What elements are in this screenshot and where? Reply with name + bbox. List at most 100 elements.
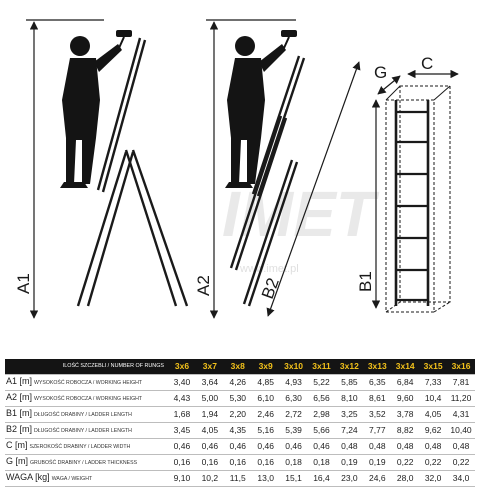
table-cell: 28,0 (391, 470, 420, 487)
table-cell: 9,62 (419, 422, 448, 439)
table-cell: 5,66 (307, 422, 336, 439)
table-cell: 4,85 (251, 374, 280, 391)
table-cell: 0,16 (168, 454, 196, 471)
row-code: A1 [m] (6, 375, 33, 386)
label-a2: A2 (194, 275, 213, 296)
table-cell: 6,10 (251, 390, 280, 407)
table-cell: 8,82 (391, 422, 420, 439)
row-description: GRUBOŚĆ DRABINY / LADDER THICKNESS (30, 459, 138, 466)
table-cell: 7,24 (335, 422, 364, 439)
table-cell: 4,05 (419, 406, 448, 423)
table-cell: 6,30 (279, 390, 308, 407)
ladder-frame (385, 85, 451, 313)
column-header: 3x14 (391, 359, 420, 375)
table-cell: 3,45 (168, 422, 196, 439)
table-cell: 16,4 (307, 470, 336, 487)
table-cell: 0,19 (335, 454, 364, 471)
column-header: 3x11 (307, 359, 336, 375)
column-header: 3x8 (223, 359, 252, 375)
table-cell: 7,33 (419, 374, 448, 391)
column-header: 3x15 (419, 359, 448, 375)
table-cell: 4,93 (279, 374, 308, 391)
table-cell: 5,00 (195, 390, 224, 407)
label-b1: B1 (356, 271, 375, 292)
table-cell: 15,1 (279, 470, 308, 487)
paint-roller-icon (281, 30, 297, 49)
table-cell: 34,0 (447, 470, 475, 487)
row-label: A2 [m]WYSOKOŚĆ ROBOCZA / WORKING HEIGHT (5, 390, 168, 407)
table-cell: 4,31 (447, 406, 475, 423)
label-b2: B2 (258, 275, 283, 301)
table-cell: 3,52 (363, 406, 392, 423)
table-cell: 7,77 (363, 422, 392, 439)
table-row: G [m]GRUBOŚĆ DRABINY / LADDER THICKNESS 0… (5, 454, 475, 471)
table-cell: 2,98 (307, 406, 336, 423)
table-cell: 0,48 (335, 438, 364, 455)
table-cell: 5,16 (251, 422, 280, 439)
table-cell: 11,5 (223, 470, 252, 487)
row-label: A1 [m]WYSOKOŚĆ ROBOCZA / WORKING HEIGHT (5, 374, 168, 391)
table-cell: 4,43 (168, 390, 196, 407)
row-description: WAGA / WEIGHT (51, 475, 93, 482)
table-cell: 0,18 (307, 454, 336, 471)
table-cell: 5,39 (279, 422, 308, 439)
table-cell: 0,48 (363, 438, 392, 455)
table-cell: 8,61 (363, 390, 392, 407)
row-label: B2 [m]DŁUGOŚĆ DRABINY / LADDER LENGTH (5, 422, 168, 439)
table-cell: 0,48 (419, 438, 448, 455)
watermark-url: www.imet.pl (239, 263, 299, 275)
row-code: G [m] (6, 455, 28, 466)
row-description: DŁUGOŚĆ DRABINY / LADDER LENGTH (34, 427, 132, 434)
table-cell: 6,84 (391, 374, 420, 391)
table-cell: 8,10 (335, 390, 364, 407)
column-header: 3x12 (335, 359, 364, 375)
table-cell: 5,30 (223, 390, 252, 407)
table-cell: 5,85 (335, 374, 364, 391)
row-label: C [m]SZEROKOŚĆ DRABINY / LADDER WIDTH (5, 438, 168, 455)
row-code: B1 [m] (6, 407, 33, 418)
table-cell: 1,94 (195, 406, 224, 423)
label-a1: A1 (14, 273, 33, 294)
column-header: 3x6 (168, 359, 196, 375)
table-cell: 2,46 (251, 406, 280, 423)
table-cell: 24,6 (363, 470, 392, 487)
figure-a-frame: A1 (14, 19, 189, 319)
worker-silhouette-icon (60, 36, 122, 188)
label-c: C (421, 54, 433, 73)
table-cell: 1,68 (168, 406, 196, 423)
table-cell: 23,0 (335, 470, 364, 487)
column-header: 3x16 (447, 359, 475, 375)
table-cell: 2,72 (279, 406, 308, 423)
table-cell: 3,25 (335, 406, 364, 423)
table-cell: 4,35 (223, 422, 252, 439)
table-cell: 0,46 (168, 438, 196, 455)
table-cell: 9,60 (391, 390, 420, 407)
table-cell: 0,22 (447, 454, 475, 471)
table-cell: 0,19 (363, 454, 392, 471)
row-label: B1 [m]DŁUGOŚĆ DRABINY / LADDER LENGTH (5, 406, 168, 423)
row-label: WAGA [kg]WAGA / WEIGHT (5, 470, 168, 487)
table-cell: 10,40 (447, 422, 475, 439)
worker-silhouette-icon (225, 36, 286, 188)
table-cell: 0,16 (251, 454, 280, 471)
table-cell: 0,22 (419, 454, 448, 471)
table-cell: 3,40 (168, 374, 196, 391)
row-description: DŁUGOŚĆ DRABINY / LADDER LENGTH (34, 411, 132, 418)
a-frame-ladder (76, 149, 189, 307)
table-cell: 0,18 (279, 454, 308, 471)
table-cell: 6,35 (363, 374, 392, 391)
row-code: WAGA [kg] (6, 471, 50, 482)
row-code: C [m] (6, 439, 28, 450)
column-header: 3x7 (195, 359, 224, 375)
table-cell: 7,81 (447, 374, 475, 391)
table-cell: 0,46 (223, 438, 252, 455)
table-cell: 13,0 (251, 470, 280, 487)
g-dimension-arrow (377, 75, 401, 95)
table-cell: 3,64 (195, 374, 224, 391)
column-header: 3x13 (363, 359, 392, 375)
